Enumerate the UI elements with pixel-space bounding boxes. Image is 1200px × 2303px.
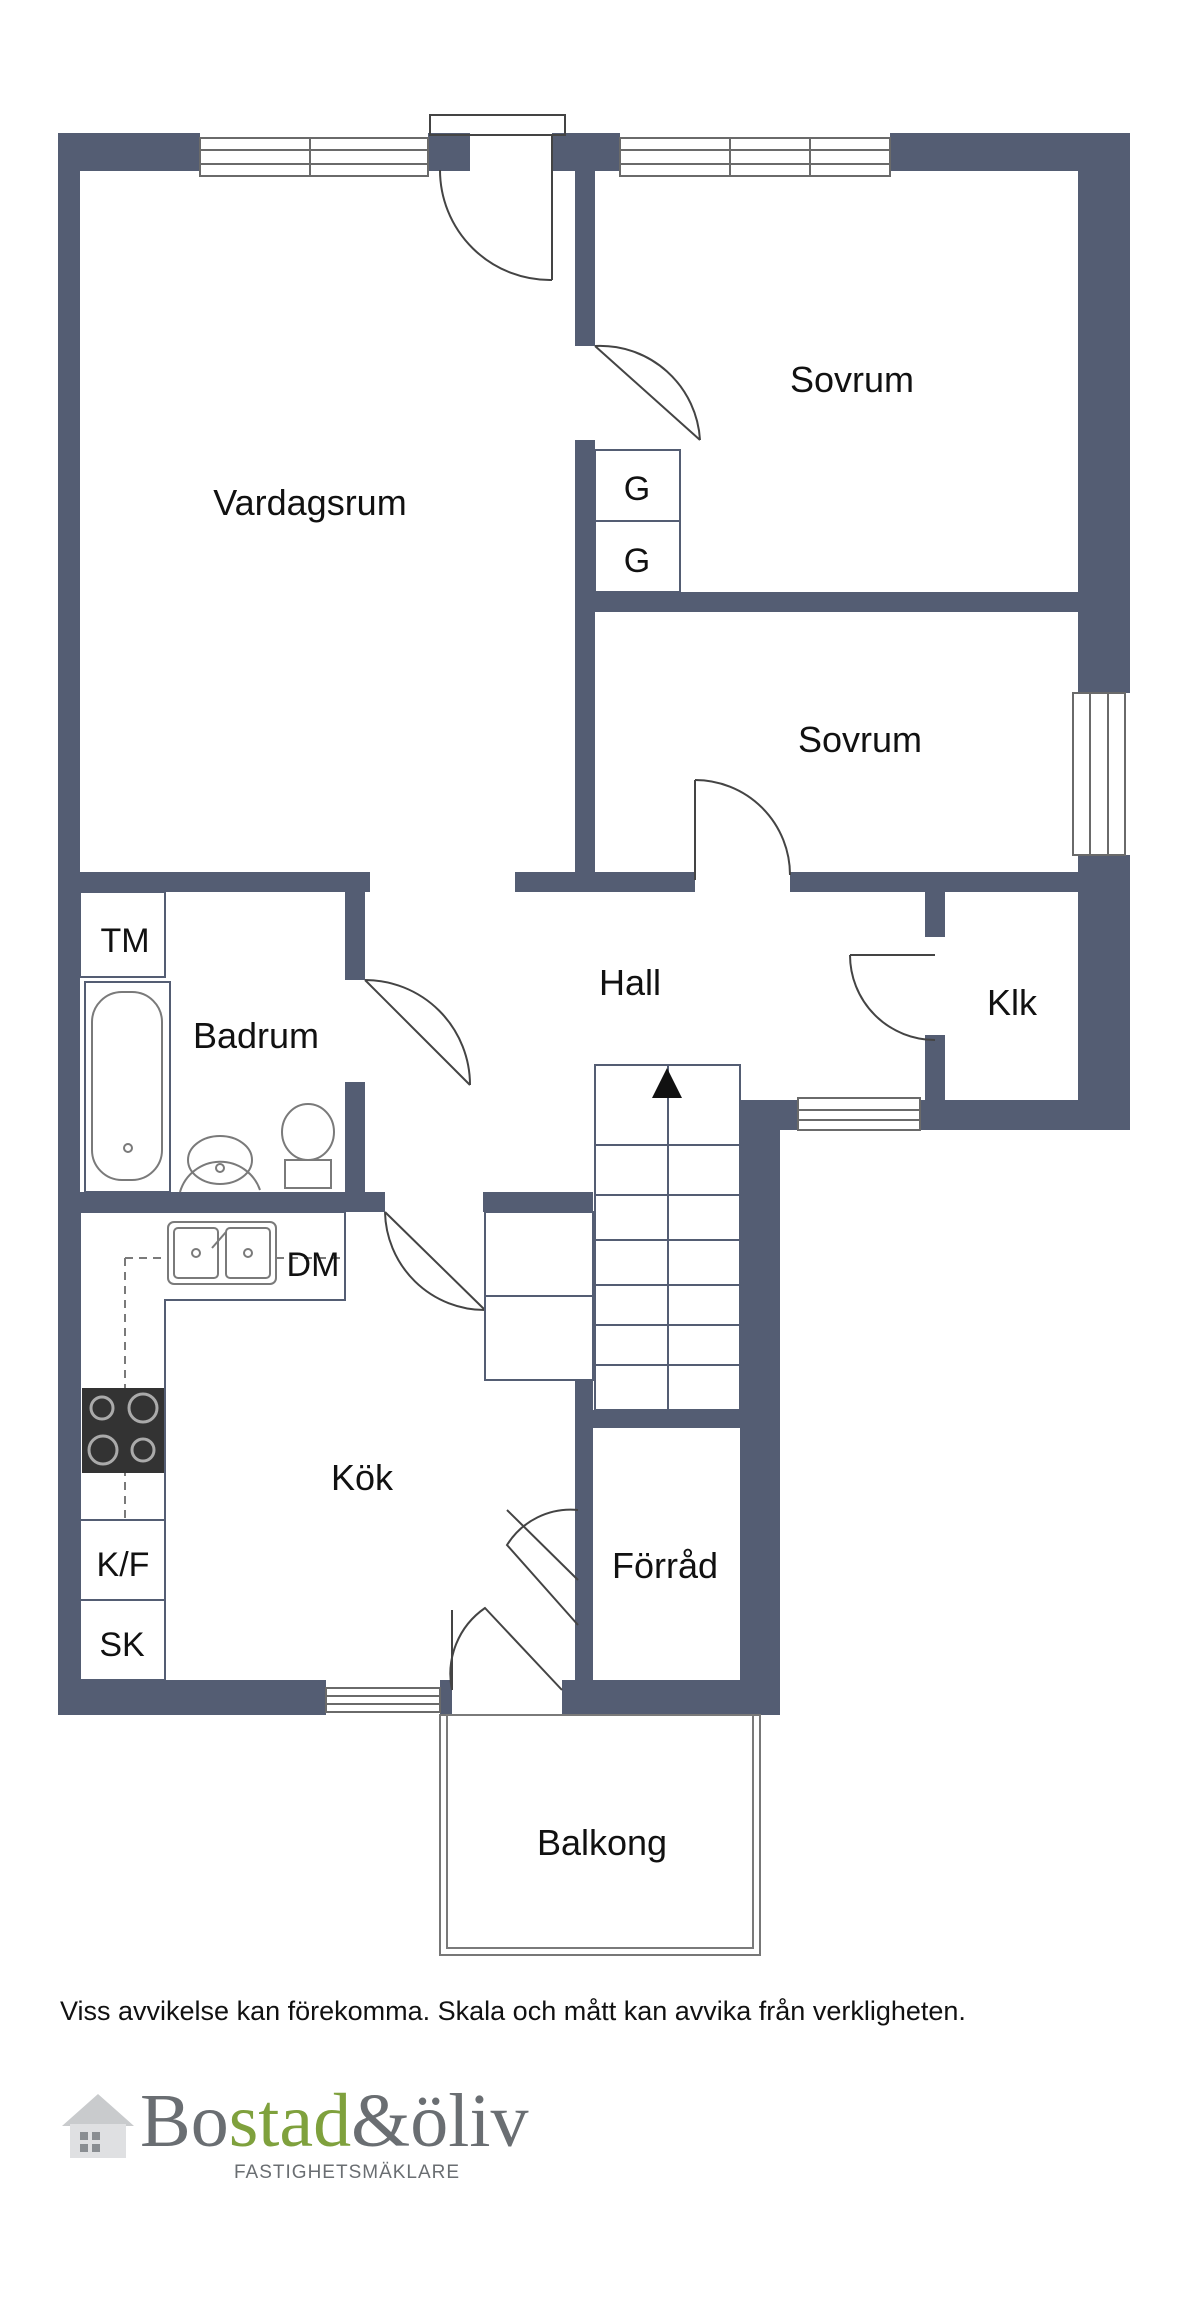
windows — [199, 137, 1126, 1713]
stairs-up-arrow-icon — [652, 1068, 682, 1098]
floor-plan: Vardagsrum Sovrum Sovrum Hall Klk Badrum… — [58, 114, 1130, 1956]
room-label-sovrum-1: Sovrum — [790, 359, 914, 400]
room-label-vardagsrum: Vardagsrum — [213, 482, 406, 523]
outer-walls — [58, 133, 1130, 1715]
room-label-badrum: Badrum — [193, 1015, 319, 1056]
disclaimer-text: Viss avvikelse kan förekomma. Skala och … — [60, 1996, 966, 2026]
room-label-balkong: Balkong — [537, 1822, 667, 1863]
brand-name: Bostad&öliv — [140, 2080, 529, 2162]
brand-name-part2: stad — [228, 2079, 352, 2163]
room-label-klk: Klk — [987, 982, 1038, 1023]
fixtures — [79, 449, 741, 1681]
fixture-label-g-2: G — [624, 542, 650, 580]
brand-name-part1: Bo — [140, 2079, 229, 2163]
room-label-kok: Kök — [331, 1457, 394, 1498]
fixture-label-kf: K/F — [97, 1546, 150, 1584]
room-label-forrad: Förråd — [612, 1545, 718, 1586]
fixture-label-sk: SK — [99, 1626, 145, 1664]
doors — [364, 114, 936, 1691]
balcony — [439, 1714, 761, 1956]
house-icon — [62, 2094, 134, 2158]
fixture-label-g-1: G — [624, 470, 650, 508]
fixture-label-dm: DM — [287, 1246, 340, 1284]
room-label-sovrum-2: Sovrum — [798, 719, 922, 760]
interior-walls — [80, 171, 1078, 1680]
room-label-hall: Hall — [599, 962, 661, 1003]
brand-logo: Bostad&öliv FASTIGHETSMÄKLARE — [58, 2080, 578, 2200]
fixture-label-tm: TM — [100, 922, 149, 960]
brand-name-part3: &öliv — [351, 2079, 529, 2163]
brand-tagline: FASTIGHETSMÄKLARE — [234, 2162, 461, 2183]
